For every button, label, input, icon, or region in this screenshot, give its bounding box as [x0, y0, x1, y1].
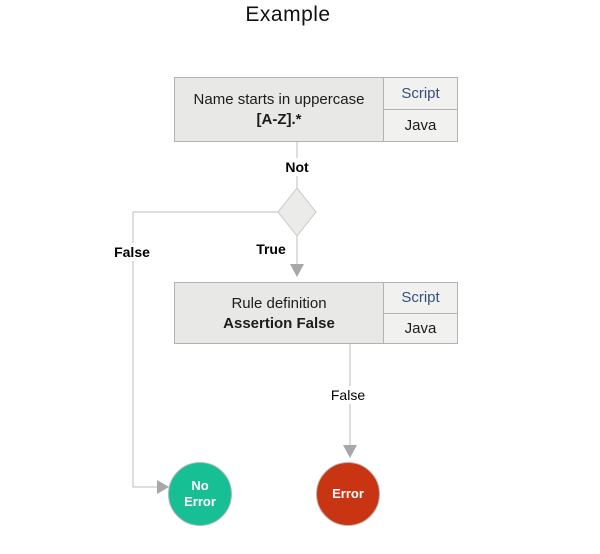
- rule-description: Rule definition: [231, 294, 327, 312]
- edge-label-false: False: [106, 243, 158, 261]
- java-tab[interactable]: Java: [404, 319, 437, 337]
- error-label: Error: [332, 486, 364, 501]
- no-error-terminal: No Error: [168, 462, 232, 526]
- rule-node-body[interactable]: Rule definition Assertion False: [175, 283, 384, 343]
- rule-expression: [A-Z].*: [256, 111, 302, 128]
- edge-label-true: True: [249, 240, 293, 258]
- edge-label-false-outcome: False: [322, 386, 374, 404]
- script-tab[interactable]: Script: [384, 78, 457, 110]
- arrowhead-down-icon: [343, 445, 357, 458]
- rule-description: Name starts in uppercase: [193, 91, 365, 108]
- no-error-label-line1: No: [191, 478, 209, 493]
- script-tab[interactable]: Script: [384, 283, 457, 314]
- error-terminal: Error: [316, 462, 380, 526]
- rule-node-uppercase[interactable]: Name starts in uppercase [A-Z].* Script …: [174, 77, 458, 142]
- diagram-title: Example: [245, 3, 331, 26]
- rule-node-tabs: Script Java: [384, 283, 457, 343]
- rule-node-body[interactable]: Name starts in uppercase [A-Z].*: [175, 78, 384, 141]
- edge-label-not: Not: [272, 158, 322, 176]
- rule-node-definition[interactable]: Rule definition Assertion False Script J…: [174, 282, 458, 344]
- arrowhead-down-icon: [290, 264, 304, 277]
- java-tab[interactable]: Java: [404, 117, 437, 134]
- decision-diamond: [277, 187, 317, 237]
- rule-node-tabs: Script Java: [384, 78, 457, 141]
- no-error-label-line2: Error: [184, 494, 216, 509]
- rule-expression: Assertion False: [223, 314, 335, 332]
